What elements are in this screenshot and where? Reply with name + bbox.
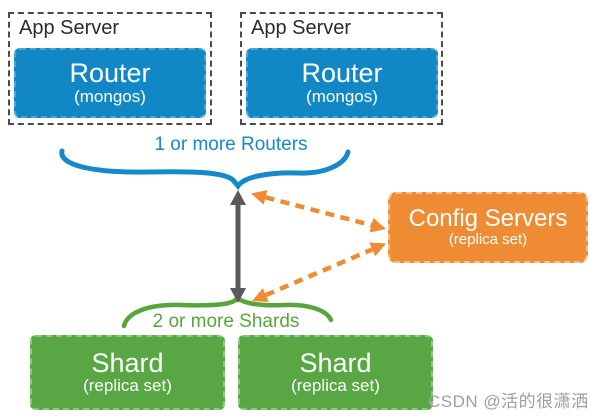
router-title: Router [301,58,383,89]
router-node-2: Router (mongos) [246,48,438,118]
shard-node-1: Shard (replica set) [30,335,225,410]
shard-title: Shard [299,347,372,378]
app-server-label: App Server [19,17,120,39]
shard-title: Shard [91,347,164,378]
config-servers-subtitle: (replica set) [448,230,528,248]
config-servers-title: Config Servers [408,205,568,233]
router-subtitle: (mongos) [306,86,378,106]
config-servers-node: Config Servers (replica set) [388,192,588,263]
routers-count-annotation: 1 or more Routers [154,134,308,155]
app-server-box-1: App Server Router (mongos) [8,12,212,125]
app-server-box-2: App Server Router (mongos) [240,12,443,125]
csdn-watermark: CSDN @活的很潇洒 [428,392,589,411]
shard-node-2: Shard (replica set) [238,335,433,410]
app-server-label: App Server [251,17,352,39]
routers-group-brace-icon [59,148,351,191]
router-title: Router [69,58,151,89]
routers-shards-arrow-icon [230,190,246,303]
shards-config-arrow-icon [252,242,386,302]
shards-count-annotation: 2 or more Shards [152,311,300,332]
routers-config-arrow-icon [251,190,386,233]
router-subtitle: (mongos) [74,86,146,106]
router-node-1: Router (mongos) [14,48,206,118]
shard-subtitle: (replica set) [291,376,380,396]
shard-subtitle: (replica set) [83,376,172,396]
